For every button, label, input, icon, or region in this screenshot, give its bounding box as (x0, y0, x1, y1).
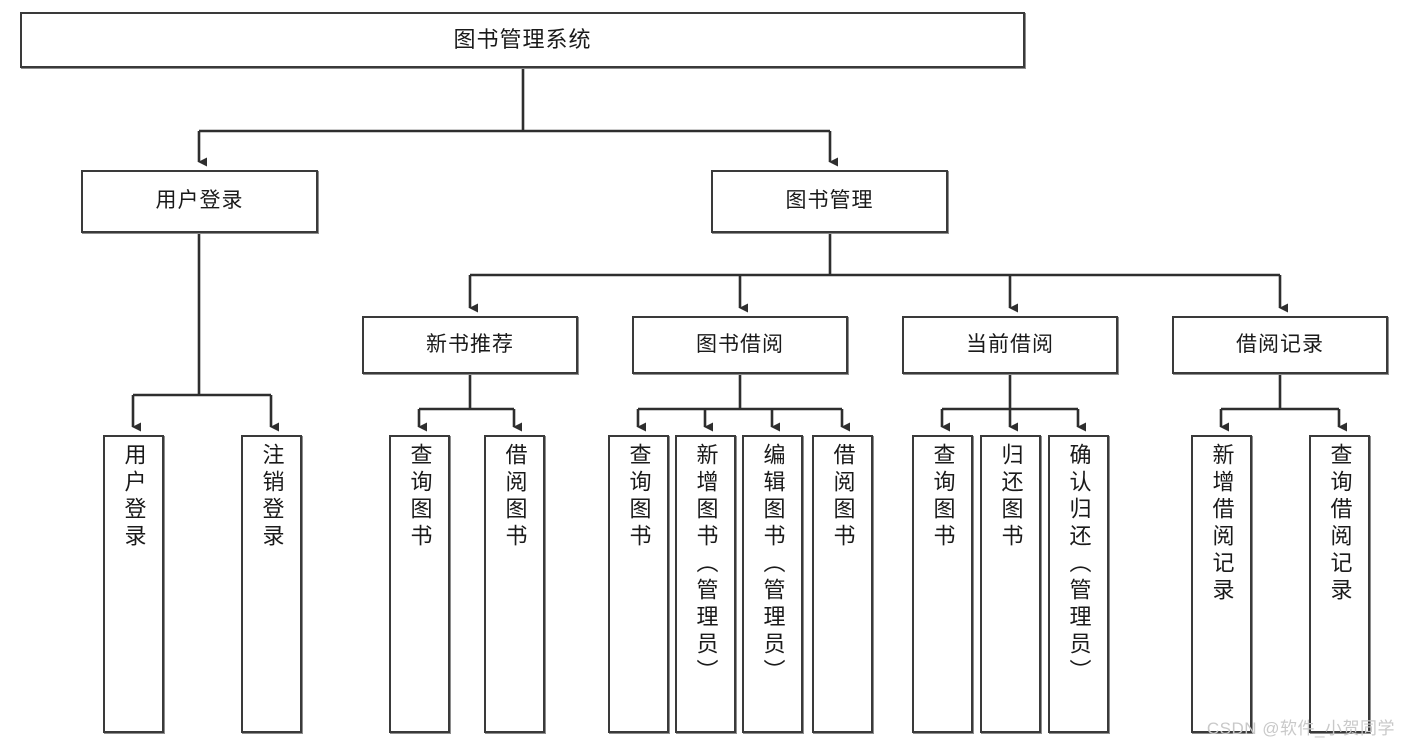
node-leaf-logout[interactable]: 注销登录 (241, 435, 302, 733)
node-leaf-query-borrow-record[interactable]: 查询借阅记录 (1309, 435, 1370, 733)
node-leaf-add-borrow-record[interactable]: 新增借阅记录 (1191, 435, 1252, 733)
node-label: 当前借阅 (966, 332, 1054, 356)
node-label: 新增借阅记录 (1209, 443, 1235, 605)
node-label: 查询借阅记录 (1327, 443, 1353, 605)
node-new-book-recommend[interactable]: 新书推荐 (362, 316, 578, 374)
node-label: 查询图书 (930, 443, 956, 551)
node-leaf-query-book-current[interactable]: 查询图书 (912, 435, 973, 733)
node-leaf-query-book-recommend[interactable]: 查询图书 (389, 435, 450, 733)
node-label: 归还图书 (998, 443, 1024, 551)
node-leaf-return-book[interactable]: 归还图书 (980, 435, 1041, 733)
node-leaf-add-book[interactable]: 新增图书（管理员） (675, 435, 736, 733)
node-borrow-record[interactable]: 借阅记录 (1172, 316, 1388, 374)
node-label: 确认归还（管理员） (1066, 443, 1092, 686)
node-label: 查询图书 (626, 443, 652, 551)
node-leaf-borrow-book[interactable]: 借阅图书 (812, 435, 873, 733)
node-leaf-borrow-book-recommend[interactable]: 借阅图书 (484, 435, 545, 733)
node-label: 用户登录 (155, 189, 244, 213)
node-label: 注销登录 (259, 443, 285, 551)
node-label: 查询图书 (407, 443, 433, 551)
node-label: 图书管理 (785, 189, 874, 213)
node-label: 借阅图书 (502, 443, 528, 551)
node-label: 图书管理系统 (453, 27, 592, 53)
node-book-borrow[interactable]: 图书借阅 (632, 316, 848, 374)
node-label: 新书推荐 (426, 332, 514, 356)
node-leaf-edit-book[interactable]: 编辑图书（管理员） (742, 435, 803, 733)
node-label: 编辑图书（管理员） (760, 443, 786, 686)
node-label: 用户登录 (121, 443, 147, 551)
node-label: 借阅图书 (830, 443, 856, 551)
node-root-book-management-system[interactable]: 图书管理系统 (20, 12, 1025, 68)
node-label: 借阅记录 (1236, 332, 1324, 356)
node-leaf-user-login[interactable]: 用户登录 (103, 435, 164, 733)
node-leaf-confirm-return[interactable]: 确认归还（管理员） (1048, 435, 1109, 733)
watermark-text: CSDN @软件_小贺同学 (1206, 719, 1395, 738)
node-book-manage[interactable]: 图书管理 (711, 170, 948, 233)
node-leaf-query-book-borrow[interactable]: 查询图书 (608, 435, 669, 733)
node-current-borrow[interactable]: 当前借阅 (902, 316, 1118, 374)
node-label: 图书借阅 (696, 332, 784, 356)
node-user-login[interactable]: 用户登录 (81, 170, 318, 233)
node-label: 新增图书（管理员） (693, 443, 719, 686)
